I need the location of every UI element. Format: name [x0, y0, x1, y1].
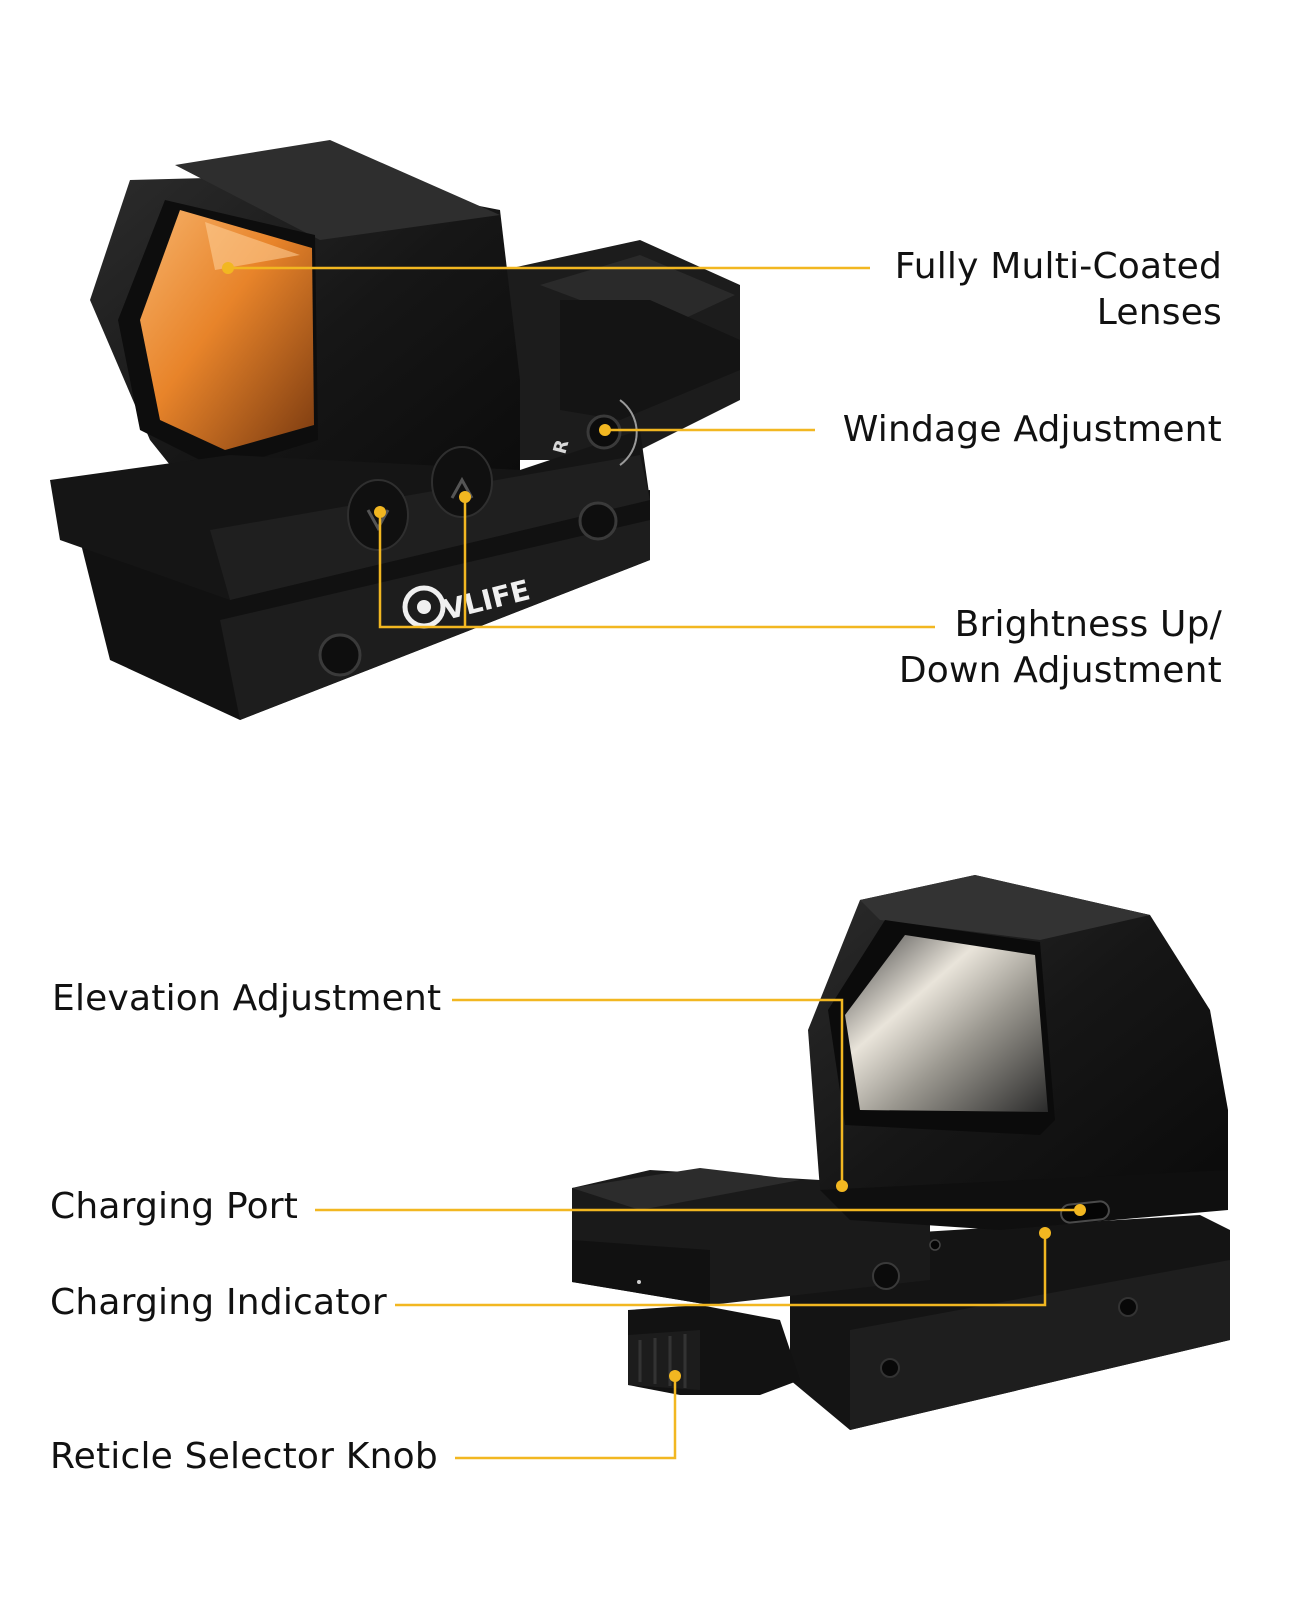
- dot-brightness-up: [459, 491, 471, 503]
- windage-r-mark: R: [550, 437, 574, 456]
- orange-lens: [140, 210, 314, 450]
- label-lenses: Fully Multi-Coated Lenses: [895, 244, 1222, 336]
- label-charging-port-line1: Charging Port: [50, 1186, 299, 1227]
- label-lenses-line2: Lenses: [1096, 292, 1222, 333]
- top-screw-rail: [318, 633, 362, 677]
- label-lenses-line1: Fully Multi-Coated: [894, 246, 1222, 287]
- leader-reticle-knob: [455, 1376, 677, 1460]
- label-charging-indicator-line1: Charging Indicator: [50, 1282, 387, 1323]
- callout-dots: [222, 262, 1086, 1382]
- label-windage: Windage Adjustment: [843, 407, 1222, 453]
- label-windage-line1: Windage Adjustment: [842, 409, 1222, 450]
- bottom-side-screw: [872, 1262, 900, 1290]
- top-screw-right: [578, 501, 618, 541]
- label-charging-port: Charging Port: [50, 1184, 298, 1230]
- leader-charging-indicator: [395, 1235, 1047, 1307]
- label-charging-indicator: Charging Indicator: [50, 1280, 387, 1326]
- label-elevation-line1: Elevation Adjustment: [52, 978, 442, 1019]
- callout-leaders: [228, 266, 1080, 1460]
- dot-windage: [599, 424, 611, 436]
- label-brightness: Brightness Up/ Down Adjustment: [899, 602, 1222, 694]
- label-reticle-knob: Reticle Selector Knob: [50, 1434, 438, 1480]
- leader-elevation: [452, 998, 844, 1186]
- label-reticle-knob-line1: Reticle Selector Knob: [50, 1436, 438, 1477]
- dot-lenses: [222, 262, 234, 274]
- dot-brightness-down: [374, 506, 386, 518]
- label-brightness-line2: Down Adjustment: [898, 650, 1222, 691]
- leader-brightness-down: [378, 512, 935, 629]
- dot-charging-indicator: [1039, 1227, 1051, 1239]
- label-elevation: Elevation Adjustment: [52, 976, 441, 1022]
- label-brightness-line1: Brightness Up/: [954, 604, 1222, 645]
- dot-reticle-knob: [669, 1370, 681, 1382]
- dot-elevation: [836, 1180, 848, 1192]
- dot-charging-port: [1074, 1204, 1086, 1216]
- bottom-sight-illustration: [572, 875, 1230, 1430]
- top-sight-illustration: R VLIFE: [50, 140, 740, 720]
- clear-lens: [845, 935, 1048, 1112]
